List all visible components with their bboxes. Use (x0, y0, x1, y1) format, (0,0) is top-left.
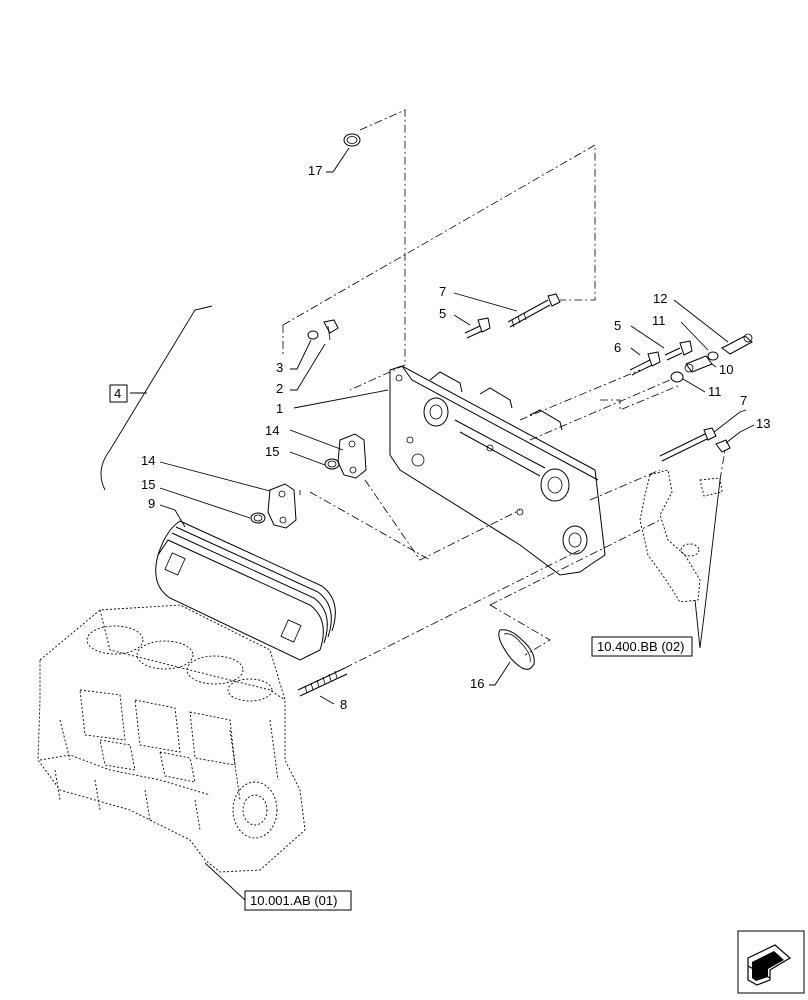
callout-5-right: 5 (614, 318, 621, 333)
bolt-6 (629, 351, 661, 376)
o-ring-17 (343, 133, 361, 147)
engine-block-outline (37, 604, 306, 873)
group-bracket-4 (100, 305, 213, 491)
nut-13 (715, 439, 731, 453)
callout-15-lower: 15 (141, 477, 155, 492)
banjo-bolt-12 (721, 333, 753, 355)
gasket-lower (250, 483, 297, 529)
callout-10: 10 (719, 362, 733, 377)
callout-12: 12 (653, 291, 667, 306)
callout-14-lower: 14 (141, 453, 155, 468)
fitting-10 (684, 355, 713, 373)
callout-13: 13 (756, 416, 770, 431)
washer-11 (670, 351, 719, 383)
oil-cooler-element (155, 520, 336, 661)
callout-14-upper: 14 (265, 423, 279, 438)
ref-link-10-400-bb-02[interactable]: 10.400.BB (02) (591, 636, 693, 657)
bolt-7-upper (507, 293, 561, 328)
callout-leaders (159, 147, 755, 901)
bolt-5-upper (464, 317, 491, 339)
callout-5-top: 5 (439, 306, 446, 321)
bolt-5-right (664, 340, 693, 361)
gasket-upper (324, 433, 367, 479)
callout-11-bottom: 11 (708, 384, 722, 399)
callout-3: 3 (276, 360, 283, 375)
bolt-7-right (659, 427, 717, 462)
ref-link-10-001-ab-01-label: 10.001.AB (01) (250, 893, 337, 908)
callout-16: 16 (470, 676, 484, 691)
callout-6: 6 (614, 340, 621, 355)
callout-15-upper: 15 (265, 444, 279, 459)
callout-2: 2 (276, 381, 283, 396)
ref-box-4[interactable]: 4 (109, 384, 128, 403)
stud-8 (297, 667, 348, 697)
assembly-center-lines (282, 109, 726, 669)
ref-link-10-400-bb-02-label: 10.400.BB (02) (597, 639, 684, 654)
bolt-2-and-washer-3 (307, 319, 339, 341)
callout-11-top: 11 (652, 313, 666, 328)
oil-cooler-housing (389, 365, 606, 576)
ref-link-10-001-ab-01[interactable]: 10.001.AB (01) (244, 890, 352, 911)
callout-7-top: 7 (439, 284, 446, 299)
callout-9: 9 (148, 496, 155, 511)
callout-17: 17 (308, 163, 322, 178)
callout-8: 8 (340, 697, 347, 712)
exhaust-pipe-outline (639, 469, 723, 603)
seal-16 (498, 629, 535, 670)
callout-1: 1 (276, 401, 283, 416)
ref-box-4-label: 4 (114, 386, 121, 401)
callout-7-right: 7 (740, 393, 747, 408)
next-page-arrow-icon[interactable] (737, 930, 805, 994)
